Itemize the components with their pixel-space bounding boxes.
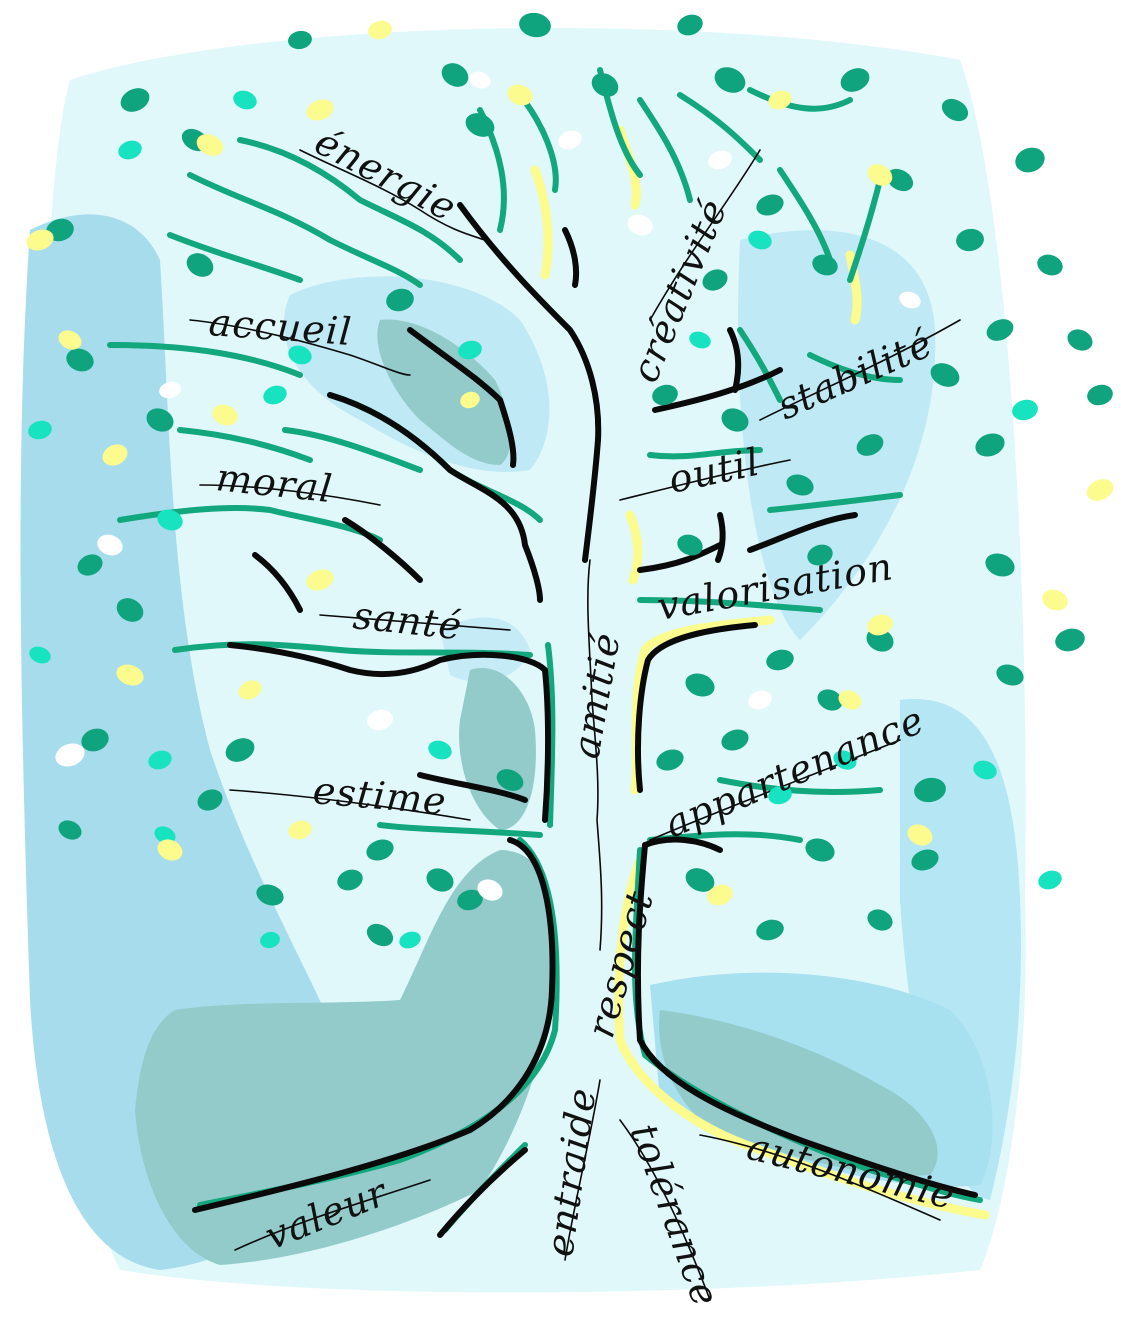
leaf-dark [1012,144,1048,177]
leaf-dark [1064,325,1096,354]
leaf-dark [1085,382,1115,408]
leaf-yellow [1083,475,1117,505]
leaf-teal [1036,867,1065,892]
leaf-dark [1053,625,1088,654]
leaf-dark [1034,251,1065,279]
leaf-yellow [1039,586,1070,614]
leaf-teal [1010,397,1040,423]
